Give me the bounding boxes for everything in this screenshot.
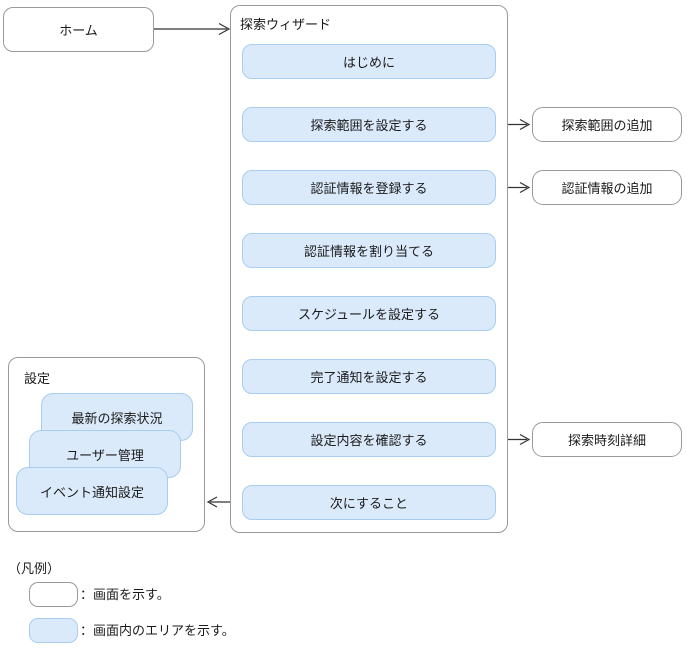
- legend-screen-label: ：画面を示す。: [80, 587, 170, 602]
- legend-area-swatch: [29, 618, 78, 643]
- wizard-step-label: 設定内容を確認する: [310, 433, 428, 448]
- wizard-step-label: 次にすること: [329, 496, 409, 511]
- arrow-home-to-wizard: [154, 22, 231, 36]
- settings-title: 設定: [24, 371, 51, 386]
- wizard-step-label: 認証情報を割り当てる: [303, 244, 434, 259]
- wizard-step-register-credentials: 認証情報を登録する: [242, 170, 496, 205]
- home-screen-box: ホーム: [3, 7, 154, 52]
- wizard-step-assign-credentials: 認証情報を割り当てる: [242, 233, 496, 268]
- linked-screen-label: 探索範囲の追加: [561, 118, 653, 133]
- settings-item-label: 最新の探索状況: [71, 410, 163, 426]
- legend-title: （凡例）: [8, 561, 61, 576]
- wizard-step-set-discovery-range: 探索範囲を設定する: [242, 107, 496, 142]
- linked-screen-discovery-time-details: 探索時刻詳細: [532, 422, 682, 457]
- linked-screen-add-credentials: 認証情報の追加: [532, 170, 682, 205]
- wizard-step-set-completion-notification: 完了通知を設定する: [242, 359, 496, 394]
- wizard-step-introduction: はじめに: [242, 44, 496, 79]
- settings-item-label: ユーザー管理: [66, 447, 144, 463]
- linked-screen-add-discovery-range: 探索範囲の追加: [532, 107, 682, 142]
- wizard-step-confirm-settings: 設定内容を確認する: [242, 422, 496, 457]
- wizard-step-set-schedule: スケジュールを設定する: [242, 296, 496, 331]
- wizard-step-label: はじめに: [342, 55, 395, 70]
- settings-item-label: イベント通知設定: [39, 484, 144, 500]
- legend-screen-swatch: [29, 582, 78, 607]
- wizard-step-label: 完了通知を設定する: [310, 370, 428, 385]
- home-screen-label: ホーム: [59, 23, 98, 38]
- wizard-step-label: スケジュールを設定する: [297, 307, 441, 322]
- wizard-step-next-steps: 次にすること: [242, 485, 496, 520]
- settings-item-event-notification-settings: イベント通知設定: [16, 467, 168, 515]
- legend-area-label: ：画面内のエリアを示す。: [80, 623, 235, 638]
- wizard-title: 探索ウィザード: [240, 17, 332, 32]
- wizard-step-label: 探索範囲を設定する: [310, 118, 428, 133]
- linked-screen-label: 認証情報の追加: [561, 181, 653, 196]
- wizard-step-label: 認証情報を登録する: [310, 181, 428, 196]
- linked-screen-label: 探索時刻詳細: [567, 433, 646, 448]
